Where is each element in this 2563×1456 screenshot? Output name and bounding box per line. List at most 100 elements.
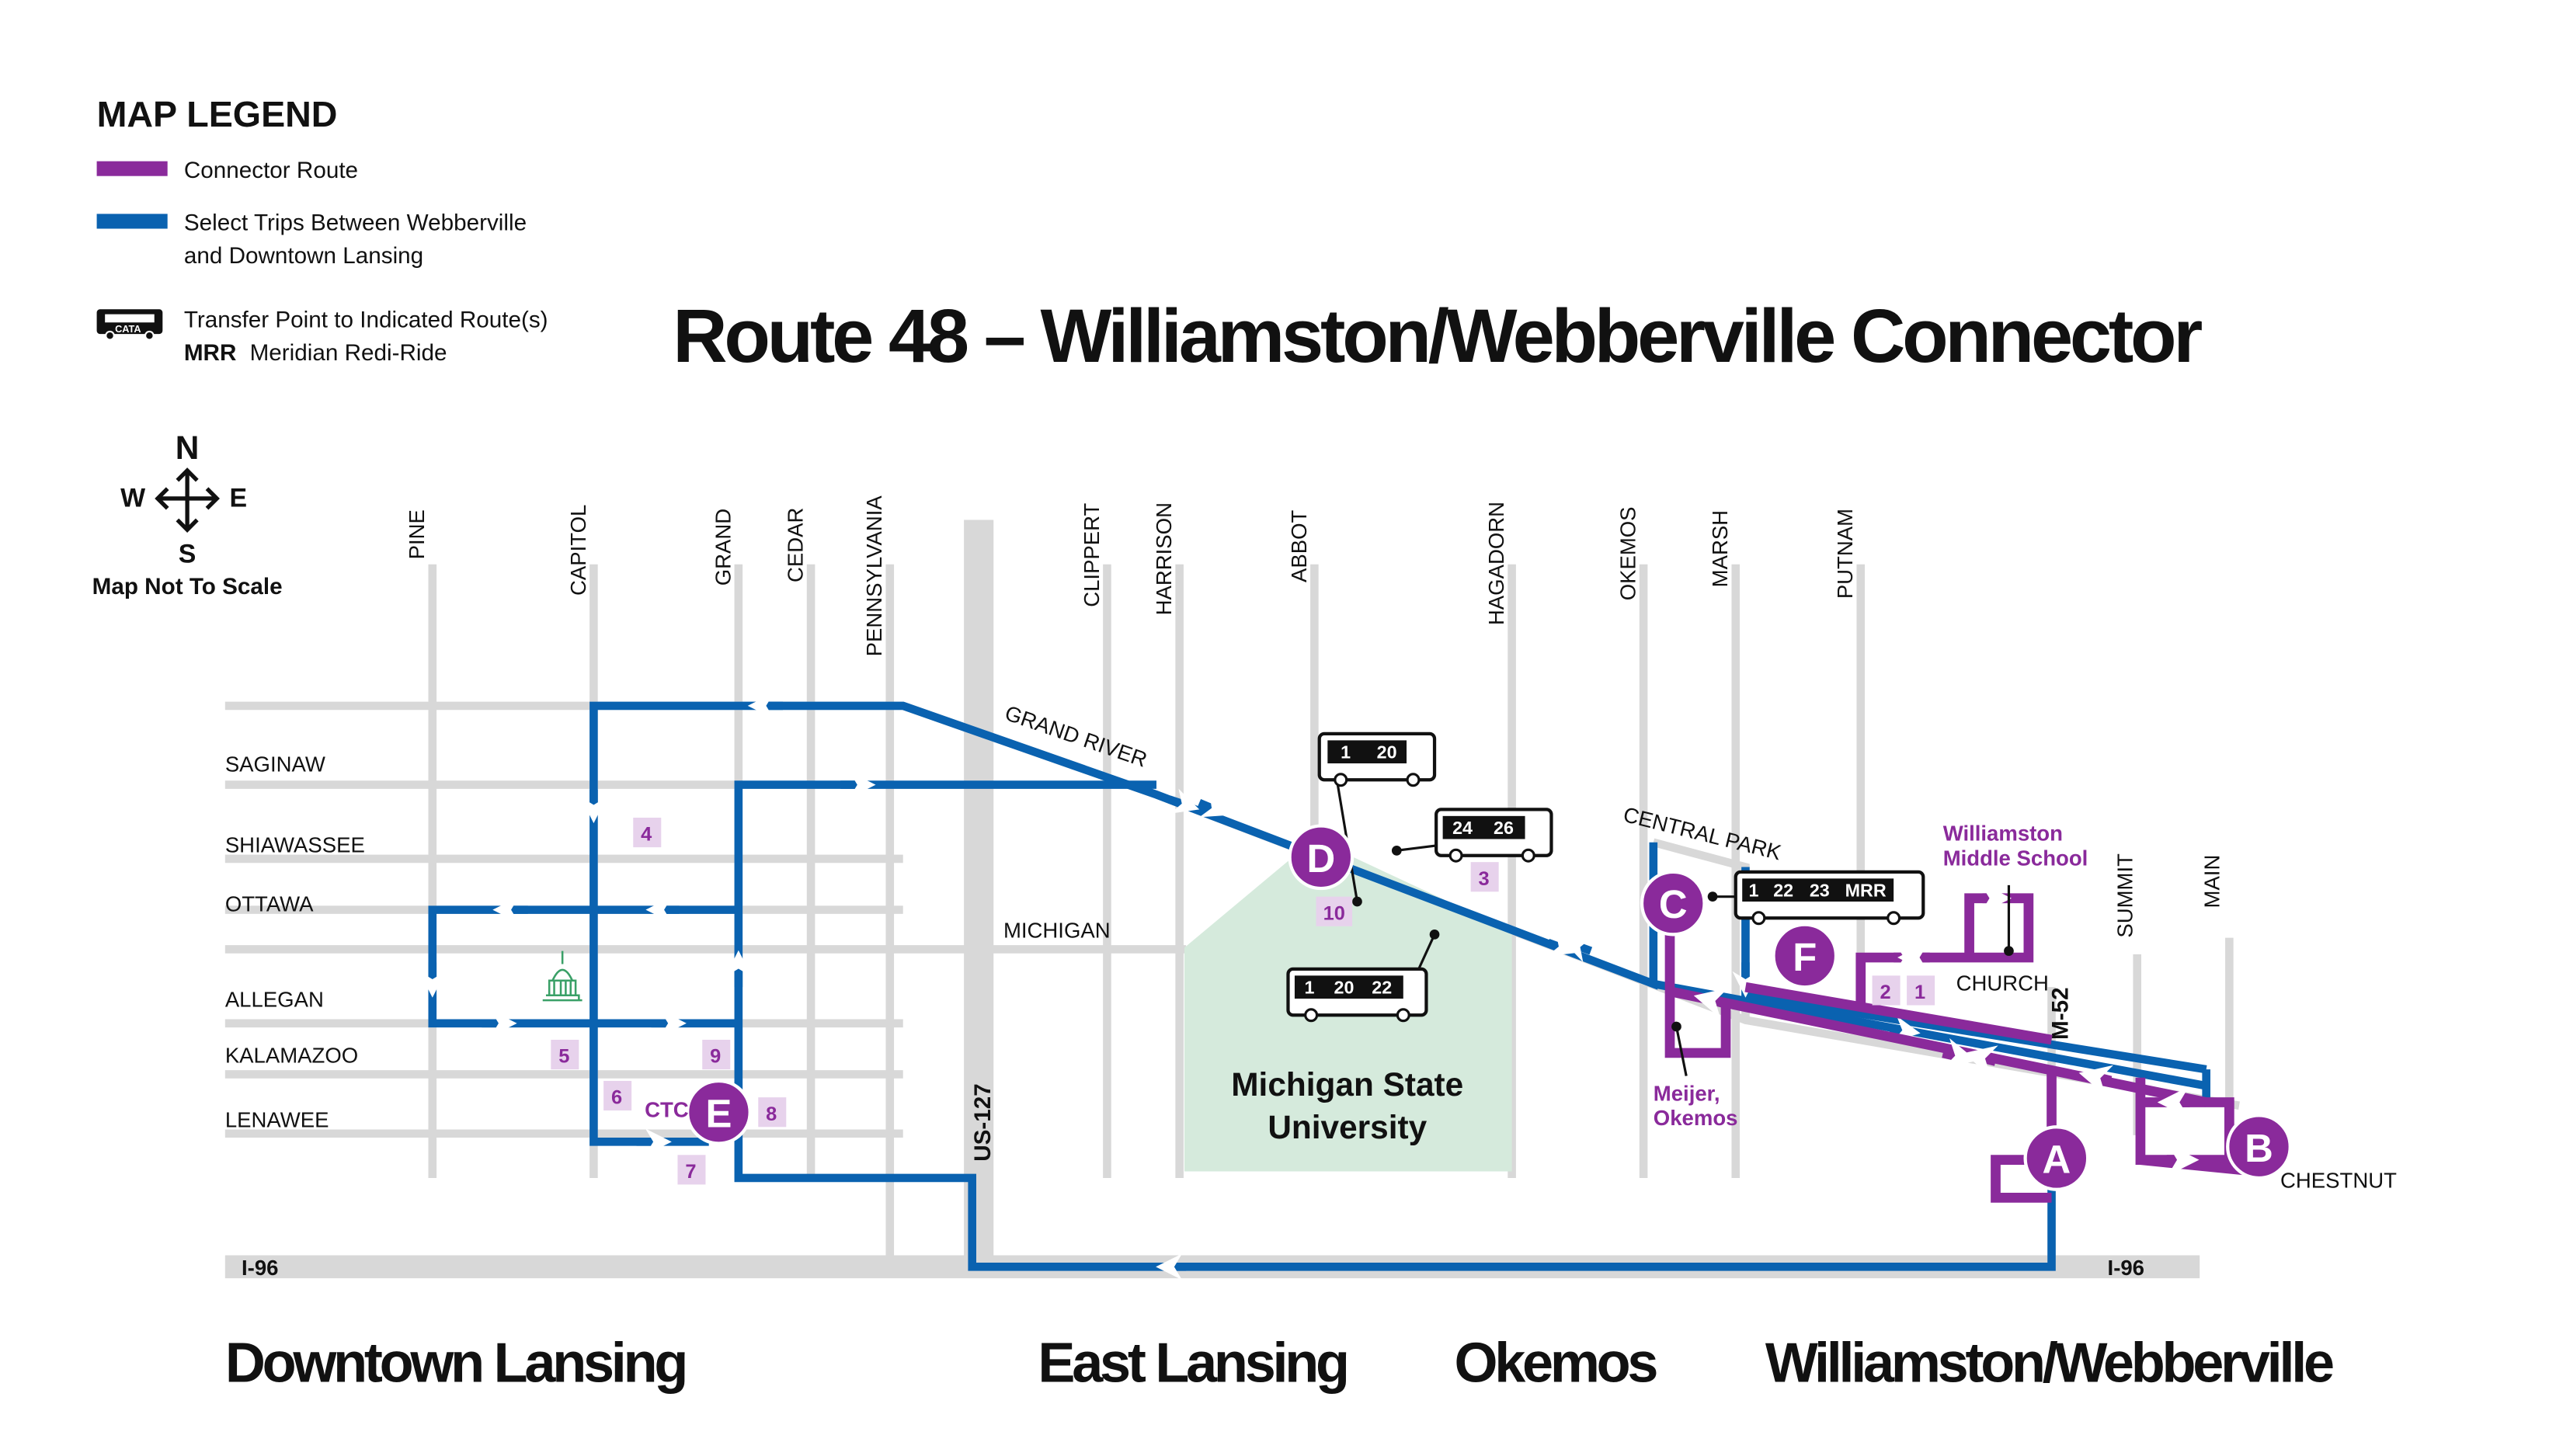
stop-badge-6: 6	[603, 1080, 632, 1111]
label-cedar: CEDAR	[783, 508, 807, 582]
msu-label-line1: Michigan State	[1231, 1066, 1463, 1103]
timepoint-d: D	[1288, 824, 1355, 891]
label-i96-right: I-96	[2108, 1256, 2144, 1280]
legend-connector-swatch	[96, 161, 168, 176]
legend-heading: MAP LEGEND	[97, 94, 338, 134]
svg-text:5: 5	[558, 1046, 569, 1068]
stop-badge-1: 1	[1907, 975, 1935, 1006]
svg-text:A: A	[2043, 1138, 2071, 1182]
stop-number-badges: 4 5 6 7 8 9 10 3 2 1	[551, 817, 1935, 1185]
label-us127: US-127	[970, 1083, 996, 1162]
legend-select-trips-swatch	[96, 214, 168, 229]
legend-select-trips-line2: and Downtown Lansing	[184, 243, 423, 269]
label-grand: GRAND	[711, 509, 735, 586]
blue-direction-arrows	[419, 692, 1921, 1281]
svg-text:1: 1	[1914, 982, 1925, 1003]
svg-text:8: 8	[766, 1103, 777, 1125]
svg-text:4: 4	[641, 824, 652, 846]
label-grand-river: GRAND RIVER	[1002, 700, 1150, 772]
stop-badge-5: 5	[551, 1039, 579, 1070]
svg-text:7: 7	[685, 1161, 696, 1183]
route-badge: 26	[1494, 818, 1514, 838]
timepoint-a: A	[2023, 1125, 2090, 1191]
label-okemos-st: OKEMOS	[1616, 506, 1640, 600]
transfer-bus-1-22-23-mrr: 1 22 23 MRR	[1707, 870, 1925, 926]
svg-text:F: F	[1793, 935, 1817, 979]
label-allegan: ALLEGAN	[225, 988, 324, 1012]
route-badge: 1	[1341, 742, 1351, 763]
compass-n: N	[176, 429, 200, 466]
stop-badge-9: 9	[702, 1039, 731, 1070]
connector-route	[1664, 893, 2256, 1203]
route-badge: 20	[1334, 978, 1355, 998]
route-badge: 1	[1749, 881, 1759, 901]
ctc-label: CTC	[645, 1098, 689, 1122]
svg-text:E: E	[705, 1091, 732, 1135]
label-i96-left: I-96	[242, 1256, 278, 1280]
svg-text:9: 9	[710, 1046, 721, 1068]
compass-s: S	[179, 540, 196, 569]
label-michigan: MICHIGAN	[1003, 919, 1111, 943]
msu-label-line2: University	[1268, 1109, 1427, 1145]
route-badge: 20	[1377, 742, 1397, 763]
legend-select-trips-line1: Select Trips Between Webberville	[184, 210, 527, 236]
label-capitol: CAPITOL	[566, 505, 590, 596]
label-clippert: CLIPPERT	[1080, 502, 1104, 606]
route-badge: 24	[1452, 818, 1473, 838]
svg-text:3: 3	[1479, 868, 1490, 890]
compass-rose: N S W E Map Not To Scale	[92, 429, 283, 599]
connector-direction-arrows	[1693, 882, 2200, 1176]
svg-text:2: 2	[1880, 982, 1890, 1003]
label-hagadorn: HAGADORN	[1484, 502, 1508, 625]
label-m52: M-52	[2048, 987, 2074, 1040]
timepoint-f: F	[1772, 923, 1838, 989]
place-labels: Meijer, Okemos Williamston Middle School	[1654, 822, 2088, 1131]
route-badge: 22	[1773, 881, 1793, 901]
stop-badge-2: 2	[1872, 975, 1901, 1006]
middle-school-label-line2: Middle School	[1943, 846, 2088, 870]
legend-mrr-label: Meridian Redi-Ride	[250, 340, 447, 366]
timepoint-e: E	[686, 1079, 752, 1145]
label-summit: SUMMIT	[2113, 853, 2137, 938]
transfer-bus-1-20: 1 20	[1317, 731, 1437, 907]
svg-text:10: 10	[1323, 902, 1345, 924]
label-harrison: HARRISON	[1152, 502, 1176, 615]
compass-arrows-icon	[155, 467, 220, 533]
bus-icon-text: CATA	[115, 323, 141, 335]
route-badge: 1	[1305, 978, 1315, 998]
label-saginaw: SAGINAW	[225, 752, 325, 777]
transfer-bus-1-20-22: 1 20 22	[1286, 930, 1440, 1023]
bus-icon: CATA	[96, 309, 163, 341]
stop-badge-7: 7	[677, 1155, 706, 1185]
capitol-building-icon	[542, 950, 582, 1002]
stop-badge-3: 3	[1470, 862, 1499, 892]
label-ottawa: OTTAWA	[225, 892, 314, 916]
label-pennsylvania: PENNSYLVANIA	[862, 495, 886, 657]
legend-connector-label: Connector Route	[184, 158, 358, 183]
svg-text:D: D	[1306, 836, 1335, 881]
meijer-label-line1: Meijer,	[1654, 1081, 1720, 1105]
region-okemos: Okemos	[1454, 1333, 1657, 1395]
label-main: MAIN	[2200, 855, 2224, 909]
route-badge: 22	[1372, 978, 1392, 998]
region-labels: Downtown Lansing East Lansing Okemos Wil…	[225, 1333, 2336, 1395]
legend-transfer-label: Transfer Point to Indicated Route(s)	[184, 308, 548, 333]
timepoint-b: B	[2226, 1114, 2292, 1180]
legend-mrr-abbrev: MRR	[184, 340, 237, 366]
timepoint-c: C	[1640, 870, 1706, 936]
map-not-to-scale: Map Not To Scale	[92, 574, 283, 599]
label-abbot: ABBOT	[1287, 509, 1311, 582]
transfer-bus-24-26: 24 26	[1391, 808, 1553, 863]
label-pine: PINE	[405, 509, 429, 559]
svg-text:B: B	[2245, 1126, 2273, 1170]
stop-badge-10: 10	[1316, 896, 1353, 926]
map-legend: MAP LEGEND Connector Route Select Trips …	[96, 94, 548, 366]
compass-e: E	[229, 484, 247, 513]
svg-text:6: 6	[611, 1087, 622, 1109]
route-badge: 23	[1810, 881, 1830, 901]
label-chestnut: CHESTNUT	[2280, 1169, 2397, 1193]
region-east-lansing: East Lansing	[1038, 1333, 1347, 1395]
label-kalamazoo: KALAMAZOO	[225, 1044, 358, 1068]
stop-badge-4: 4	[633, 817, 662, 848]
